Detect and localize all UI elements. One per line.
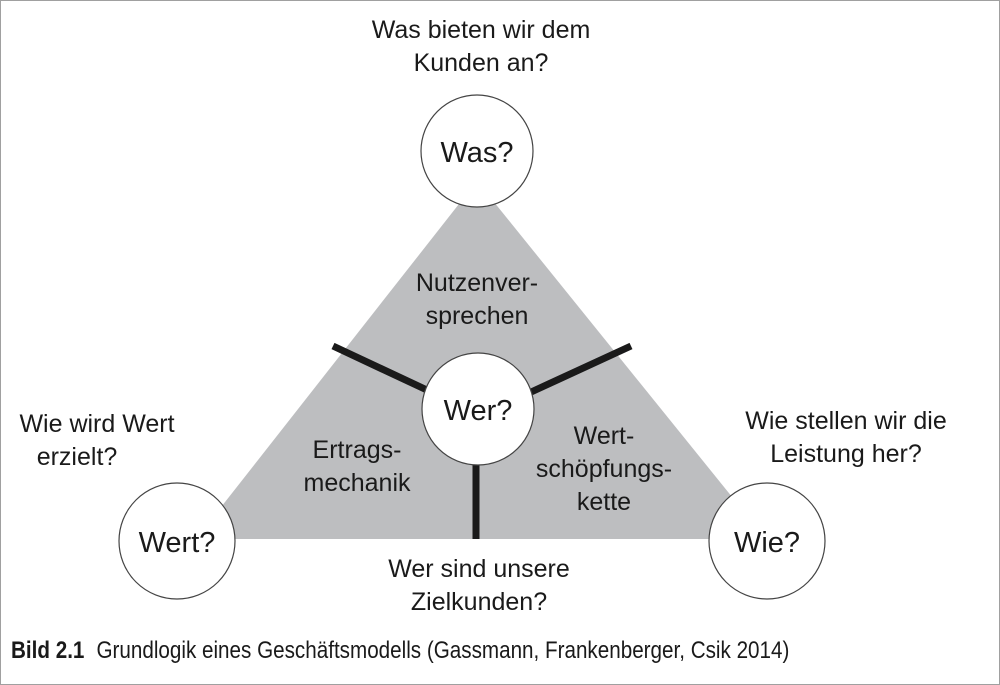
segment-top-1: Nutzenver- — [416, 269, 538, 297]
question-wer-1: Wer sind unsere — [388, 555, 570, 583]
divider-left — [331, 342, 431, 395]
node-wie-label: Wie? — [734, 527, 800, 559]
question-was-2: Kunden an? — [414, 49, 549, 77]
node-wert — [118, 482, 236, 600]
divider-right — [527, 342, 633, 397]
caption-text: Grundlogik eines Geschäftsmodells (Gassm… — [96, 637, 790, 664]
node-was-label: Was? — [440, 137, 513, 169]
segment-top-2: sprechen — [426, 302, 529, 330]
node-was — [420, 94, 534, 208]
segment-left-2: mechanik — [304, 469, 411, 497]
figure-caption: Bild 2.1 Grundlogik eines Geschäftsmodell… — [11, 637, 789, 665]
node-wer — [421, 352, 535, 466]
node-wert-label: Wert? — [139, 527, 216, 559]
question-wert-1: Wie wird Wert — [19, 410, 174, 438]
question-was-1: Was bieten wir dem — [372, 16, 591, 44]
question-wie-1: Wie stellen wir die — [745, 407, 946, 435]
segment-left-1: Ertrags- — [313, 436, 402, 464]
node-wer-label: Wer? — [444, 395, 513, 427]
segment-right-2: schöpfungs- — [536, 455, 672, 483]
question-wer-2: Zielkunden? — [411, 588, 547, 616]
node-wie — [708, 482, 826, 600]
caption-number: Bild 2.1 — [11, 637, 85, 664]
segment-right-1: Wert- — [574, 422, 635, 450]
segment-right-3: kette — [577, 488, 631, 516]
question-wert-2: erzielt? — [37, 443, 118, 471]
question-wie-2: Leistung her? — [770, 440, 922, 468]
